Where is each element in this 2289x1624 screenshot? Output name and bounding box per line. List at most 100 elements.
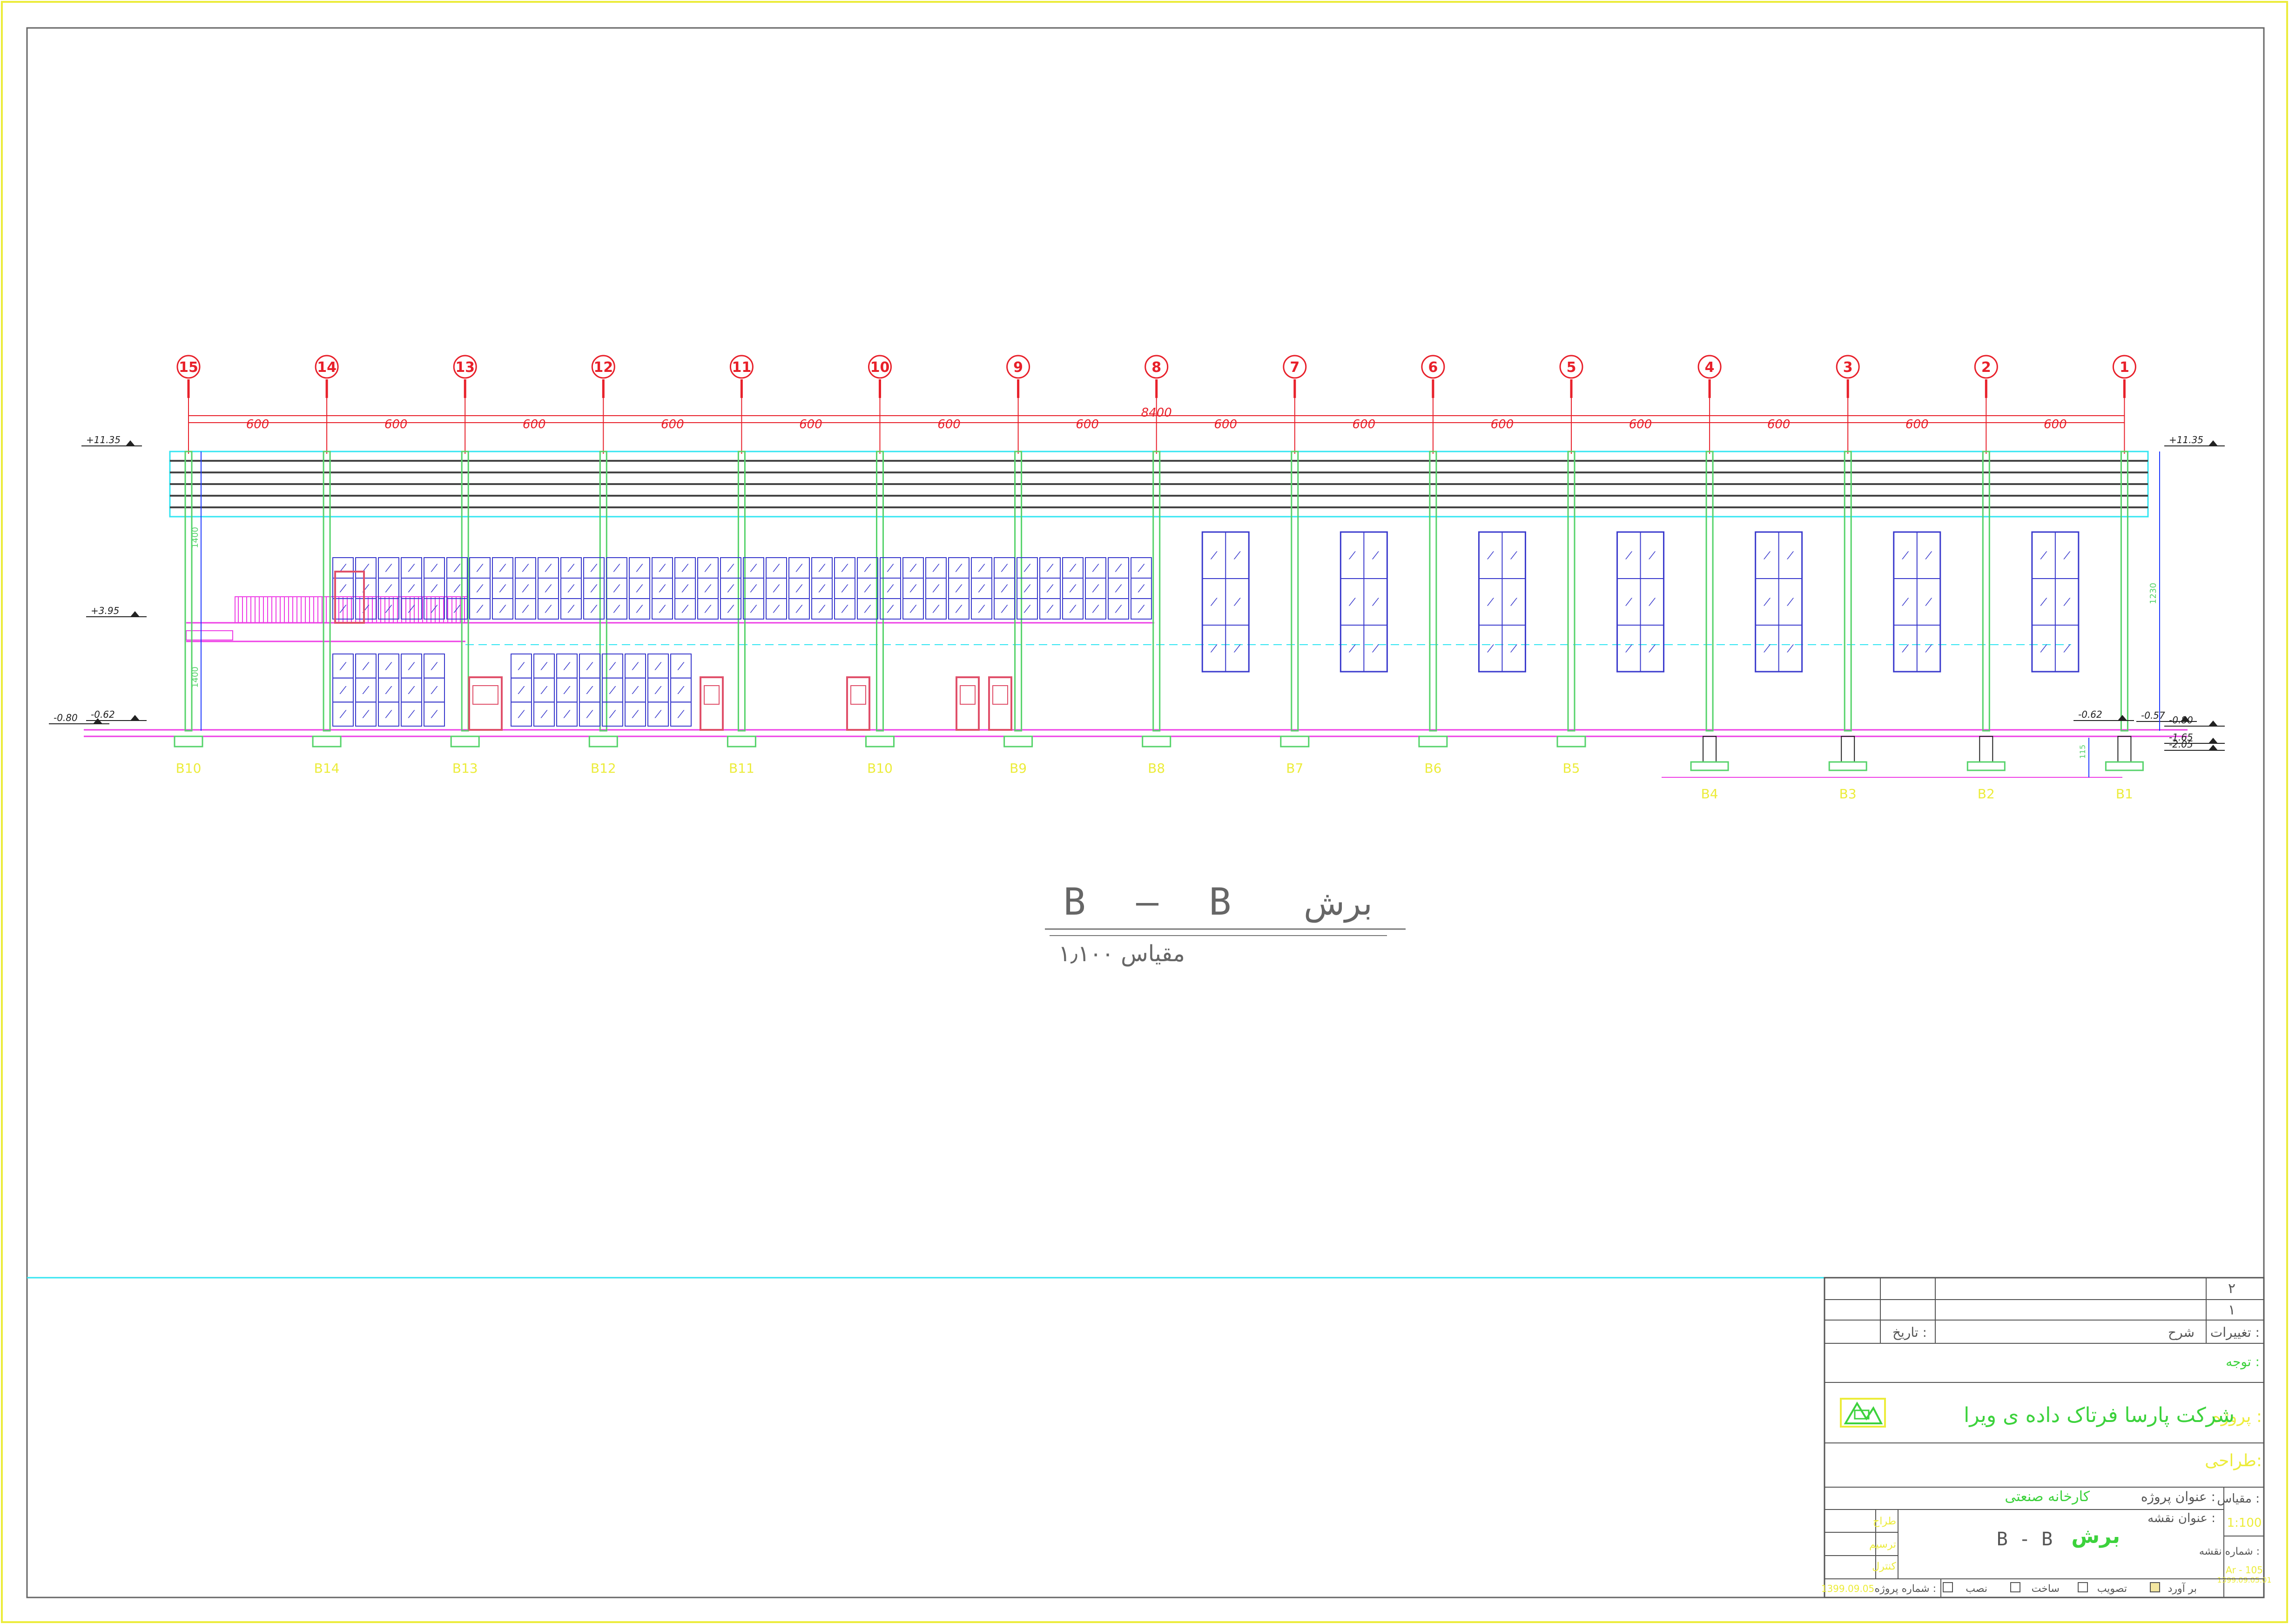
lower-window-pane-glass-mark: ⁄ (563, 685, 571, 697)
upper-window-pane-glass-mark: ⁄ (1001, 583, 1008, 595)
lower-window-pane-glass-mark: ⁄ (362, 685, 370, 697)
level-marker-text: -0.57 (2141, 710, 2165, 721)
lower-window-pane-glass-mark: ⁄ (339, 661, 347, 673)
lower-window-pane (424, 701, 445, 727)
sheet-number-sub: 1399.09.05.01 (2217, 1576, 2271, 1584)
company-logo (1840, 1398, 1886, 1428)
footing-label: B9 (1010, 761, 1027, 776)
upper-window-pane (971, 598, 992, 620)
footing-pad (1556, 735, 1586, 748)
footing-pad (1828, 761, 1867, 771)
upper-window-pane (811, 598, 833, 620)
grid-axis-bubble (1836, 355, 1860, 379)
upper-window-pane (697, 598, 719, 620)
upper-window-pane-glass-mark: ⁄ (841, 563, 848, 574)
ground-door-panel (960, 685, 976, 705)
lower-window-pane-glass-mark: ⁄ (431, 661, 438, 673)
grid-axis-number: 6 (1428, 359, 1438, 376)
column (1982, 451, 1990, 732)
tall-window-glass-mark: ⁄ (1925, 550, 1932, 562)
lower-window-pane-glass-mark: ⁄ (609, 709, 616, 721)
column (323, 451, 331, 732)
stage-4-checkbox[interactable] (1943, 1582, 1953, 1592)
stage-3-label: ساخت (2032, 1583, 2060, 1595)
bay-dimension-label: 600 (1353, 418, 1376, 431)
designer-label: طراح (1873, 1516, 1896, 1527)
upper-window-pane-glass-mark: ⁄ (1023, 604, 1031, 615)
upper-window-pane-glass-mark: ⁄ (909, 563, 917, 574)
lower-window-pane-glass-mark: ⁄ (408, 709, 415, 721)
upper-window-pane-glass-mark: ⁄ (887, 563, 894, 574)
column (184, 451, 193, 732)
tall-window-glass-mark: ⁄ (2063, 550, 2071, 562)
tall-window-glass-mark: ⁄ (1902, 550, 1909, 562)
upper-window-pane-glass-mark: ⁄ (1115, 583, 1122, 595)
upper-window-pane-glass-mark: ⁄ (545, 583, 552, 595)
bay-dimension-label: 600 (661, 418, 684, 431)
level-marker-text: -0.80 (2169, 714, 2193, 726)
project-label: پروژه : (2212, 1407, 2262, 1426)
upper-window-pane-glass-mark: ⁄ (590, 604, 598, 615)
tall-window-glass-mark: ⁄ (1902, 597, 1909, 608)
level-marker-text: +11.35 (2169, 434, 2203, 445)
upper-window-pane-glass-mark: ⁄ (453, 604, 461, 615)
project-number: 1399.09.05 (1821, 1583, 1875, 1594)
column (1844, 451, 1852, 732)
lower-window-pane-glass-mark: ⁄ (677, 685, 685, 697)
bay-dimension-label: 600 (246, 418, 269, 431)
level-marker-arrow (2208, 738, 2218, 743)
upper-window-pane-glass-mark: ⁄ (978, 583, 985, 595)
upper-window-pane-glass-mark: ⁄ (431, 604, 438, 615)
level-marker-text: -0.62 (91, 709, 115, 720)
upper-window-pane-glass-mark: ⁄ (932, 583, 940, 595)
upper-window-pane (720, 598, 741, 620)
stage-2-checkbox[interactable] (2078, 1582, 2088, 1592)
footing-pad (1690, 761, 1729, 771)
lower-window-pane-glass-mark: ⁄ (431, 709, 438, 721)
upper-window-pane-glass-mark: ⁄ (453, 583, 461, 595)
upper-window-pane-glass-mark: ⁄ (1138, 563, 1145, 574)
lower-window-pane (579, 701, 600, 727)
lower-window-pane-glass-mark: ⁄ (632, 661, 639, 673)
upper-window-pane-glass-mark: ⁄ (978, 604, 985, 615)
upper-window-pane-glass-mark: ⁄ (522, 583, 529, 595)
lower-window-pane-glass-mark: ⁄ (408, 685, 415, 697)
tall-window-glass-mark: ⁄ (1764, 597, 1771, 608)
upper-window-pane (424, 598, 445, 620)
footing-pedestal (1841, 736, 1855, 762)
lower-window-pane-glass-mark: ⁄ (339, 685, 347, 697)
upper-window-pane-glass-mark: ⁄ (613, 583, 620, 595)
footing-label: B6 (1424, 761, 1441, 776)
tall-window-glass-mark: ⁄ (1787, 597, 1794, 608)
upper-window-pane-glass-mark: ⁄ (636, 583, 643, 595)
bay-dimension-label: 600 (1629, 418, 1652, 431)
upper-window-pane-glass-mark: ⁄ (1001, 604, 1008, 615)
footing-label: B11 (729, 761, 754, 776)
upper-window-pane (1039, 598, 1061, 620)
grid-axis-bubble (1144, 355, 1169, 379)
lower-window-pane (511, 701, 532, 727)
tall-window-glass-mark: ⁄ (1649, 597, 1656, 608)
upper-window-pane-glass-mark: ⁄ (385, 583, 392, 595)
footing-pad (865, 735, 895, 748)
tall-window-glass-mark: ⁄ (1372, 597, 1380, 608)
footing-label: B8 (1148, 761, 1165, 776)
scale-label: مقیاس : (2217, 1492, 2260, 1506)
upper-window-pane-glass-mark: ⁄ (841, 604, 848, 615)
upper-window-pane-glass-mark: ⁄ (476, 583, 484, 595)
tall-window-glass-mark: ⁄ (1625, 597, 1633, 608)
tall-window-glass-mark: ⁄ (1372, 550, 1380, 562)
upper-window-pane (948, 598, 969, 620)
column (1291, 451, 1299, 732)
upper-window-pane-glass-mark: ⁄ (795, 583, 803, 595)
lower-window-pane-glass-mark: ⁄ (518, 685, 525, 697)
upper-window-pane (332, 598, 354, 620)
upper-window-pane (743, 598, 764, 620)
vertical-dimension-text: 115 (2078, 745, 2087, 759)
stage-1-checkbox[interactable] (2150, 1582, 2160, 1592)
column (599, 451, 607, 732)
stage-3-checkbox[interactable] (2010, 1582, 2020, 1592)
lower-window-pane (670, 701, 692, 727)
column (876, 451, 884, 732)
